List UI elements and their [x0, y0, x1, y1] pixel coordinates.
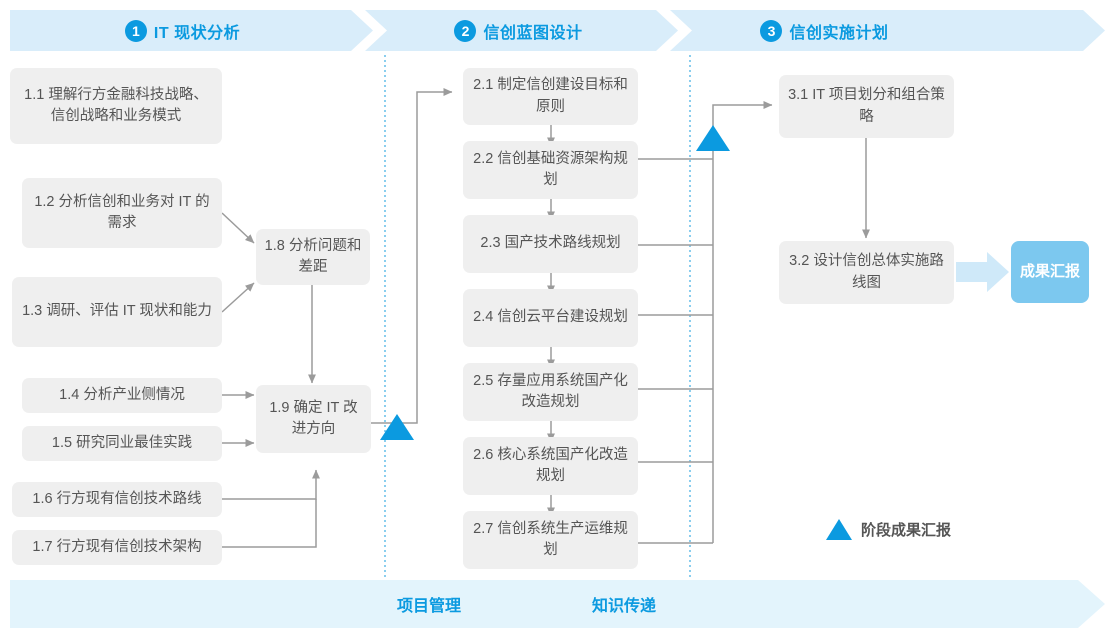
- milestone-triangle-icon-1: [380, 414, 414, 440]
- footer-label-1: 知识传递: [592, 598, 657, 615]
- wire-1-9-to-2-1: [371, 88, 453, 424]
- footer-item-project-management[interactable]: 项目管理: [397, 580, 461, 628]
- milestone-triangle-icon: [826, 519, 852, 540]
- task-box-3-1[interactable]: 3.1 IT 项目划分和组合策略: [779, 75, 954, 138]
- footer-item-knowledge-transfer[interactable]: 知识传递: [592, 580, 656, 628]
- wire-1-7-to-bus: [222, 499, 317, 548]
- task-box-2-2[interactable]: 2.2 信创基础资源架构规划: [463, 141, 638, 199]
- task-box-3-2[interactable]: 3.2 设计信创总体实施路线图: [779, 241, 954, 304]
- deliverable-box[interactable]: 成果汇报: [1011, 241, 1089, 303]
- deliverable-arrow-icon: [956, 252, 1009, 292]
- legend-label: 阶段成果汇报: [861, 522, 952, 539]
- task-box-1-7[interactable]: 1.7 行方现有信创技术架构: [12, 530, 222, 565]
- milestone-triangle-icon-2: [696, 125, 730, 151]
- task-box-2-5[interactable]: 2.5 存量应用系统国产化改造规划: [463, 363, 638, 421]
- task-box-1-8[interactable]: 1.8 分析问题和差距: [256, 229, 370, 285]
- task-box-1-6[interactable]: 1.6 行方现有信创技术路线: [12, 482, 222, 517]
- task-box-2-6[interactable]: 2.6 核心系统国产化改造规划: [463, 437, 638, 495]
- task-box-1-1[interactable]: 1.1 理解行方金融科技战略、信创战略和业务模式: [10, 68, 222, 144]
- wire-1-2-to-1-8: [221, 212, 255, 244]
- wire-1-3-to-1-8: [221, 282, 255, 313]
- footer-label-0: 项目管理: [397, 598, 462, 615]
- legend: 阶段成果汇报: [826, 519, 951, 540]
- task-box-1-4[interactable]: 1.4 分析产业侧情况: [22, 378, 222, 413]
- task-box-2-4[interactable]: 2.4 信创云平台建设规划: [463, 289, 638, 347]
- footer-band: [10, 580, 1105, 628]
- task-box-2-1[interactable]: 2.1 制定信创建设目标和原则: [463, 68, 638, 125]
- phase-header-band: [10, 10, 1105, 51]
- task-box-2-3[interactable]: 2.3 国产技术路线规划: [463, 215, 638, 273]
- task-box-1-5[interactable]: 1.5 研究同业最佳实践: [22, 426, 222, 461]
- task-box-2-7[interactable]: 2.7 信创系统生产运维规划: [463, 511, 638, 569]
- wire-1-6-to-1-9: [222, 469, 320, 500]
- wire-bus-to-3-1: [712, 101, 773, 121]
- deliverable-label: 成果汇报: [1019, 262, 1080, 280]
- task-box-1-9[interactable]: 1.9 确定 IT 改进方向: [256, 385, 371, 453]
- task-box-1-2[interactable]: 1.2 分析信创和业务对 IT 的需求: [22, 178, 222, 248]
- task-box-1-3[interactable]: 1.3 调研、评估 IT 现状和能力: [12, 277, 222, 347]
